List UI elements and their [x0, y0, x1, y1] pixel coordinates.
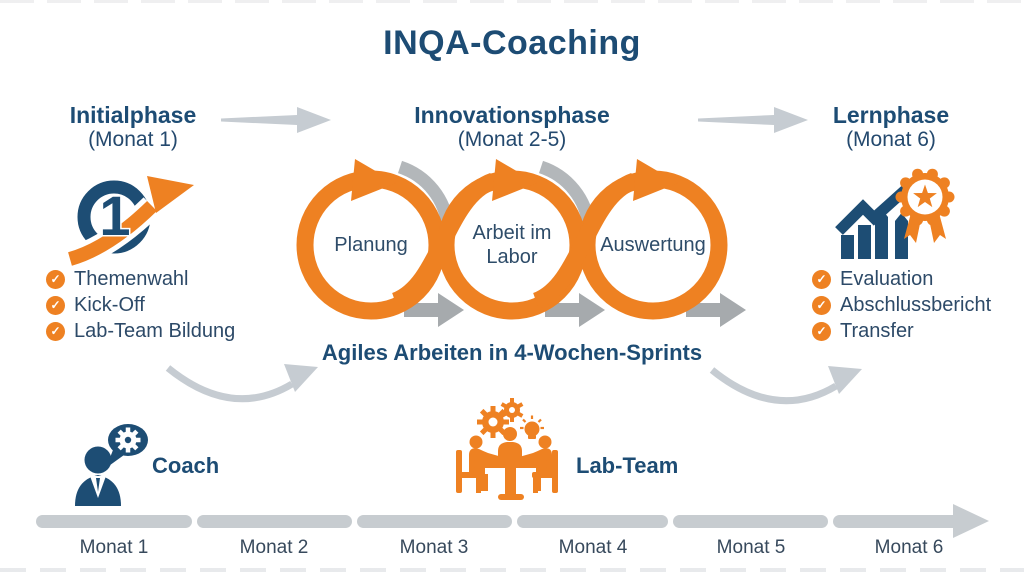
timeline-segment	[833, 515, 957, 528]
growth-chart-award-icon	[835, 168, 955, 259]
timeline-month: Monat 6	[874, 537, 944, 558]
phase-period: (Monat 1)	[88, 128, 178, 151]
timeline-segment	[36, 515, 192, 528]
coach-label: Coach	[152, 453, 220, 478]
checklist-item: ✓ Transfer	[812, 320, 991, 342]
bottom-edge-artifact	[0, 568, 1024, 572]
phase-period: (Monat 6)	[846, 128, 936, 151]
coach-person-icon	[75, 424, 148, 506]
lab-team-icon	[456, 398, 558, 500]
phase-name: Innovationsphase	[414, 102, 610, 128]
phase-header-innovationsphase: Innovationsphase (Monat 2-5)	[407, 102, 617, 152]
timeline-month: Monat 3	[399, 537, 469, 558]
phase-one-circle-arrow-icon: 1	[66, 170, 204, 270]
phase-period: (Monat 2-5)	[457, 128, 567, 151]
timeline-month: Monat 4	[558, 537, 628, 558]
sprint-step-planung: Planung	[334, 234, 408, 256]
lab-team-label: Lab-Team	[576, 453, 679, 478]
check-icon: ✓	[46, 321, 65, 341]
check-icon: ✓	[812, 269, 831, 289]
arrow-right-icon	[698, 107, 808, 133]
svg-text:1: 1	[99, 184, 130, 247]
checklist-item: ✓ Themenwahl	[46, 268, 235, 290]
check-icon: ✓	[46, 269, 65, 289]
timeline-segment	[673, 515, 828, 528]
phase-header-lernphase: Lernphase (Monat 6)	[786, 102, 996, 152]
lernphase-checklist: ✓ Evaluation ✓ Abschlussbericht ✓ Transf…	[812, 268, 991, 342]
sprint-loops-diagram	[296, 159, 746, 327]
phase-header-initialphase: Initialphase (Monat 1)	[28, 102, 238, 152]
timeline-month: Monat 2	[239, 537, 309, 558]
timeline-arrowhead-icon	[953, 504, 989, 538]
checklist-item: ✓ Lab-Team Bildung	[46, 320, 235, 342]
curved-arrow-icon	[709, 366, 862, 405]
timeline-month: Monat 5	[716, 537, 786, 558]
curved-arrow-icon	[165, 364, 318, 403]
check-icon: ✓	[812, 321, 831, 341]
timeline-segment	[357, 515, 512, 528]
timeline-month: Monat 1	[79, 537, 149, 558]
phase-name: Lernphase	[832, 102, 950, 128]
check-icon: ✓	[46, 295, 65, 315]
sprint-step-arbeit-im-labor: Arbeit im Labor	[472, 222, 552, 268]
checklist-item: ✓ Abschlussbericht	[812, 294, 991, 316]
checklist-item: ✓ Kick-Off	[46, 294, 235, 316]
initialphase-checklist: ✓ Themenwahl ✓ Kick-Off ✓ Lab-Team Bildu…	[46, 268, 235, 342]
timeline-segment	[197, 515, 352, 528]
checklist-item: ✓ Evaluation	[812, 268, 991, 290]
arrow-right-icon	[221, 107, 331, 133]
phase-name: Initialphase	[69, 102, 197, 128]
timeline-segment	[517, 515, 668, 528]
page-title: INQA-Coaching	[383, 24, 641, 62]
sprint-caption: Agiles Arbeiten in 4-Wochen-Sprints	[321, 340, 703, 365]
check-icon: ✓	[812, 295, 831, 315]
sprint-step-auswertung: Auswertung	[600, 234, 706, 256]
top-edge-artifact	[0, 0, 1024, 3]
